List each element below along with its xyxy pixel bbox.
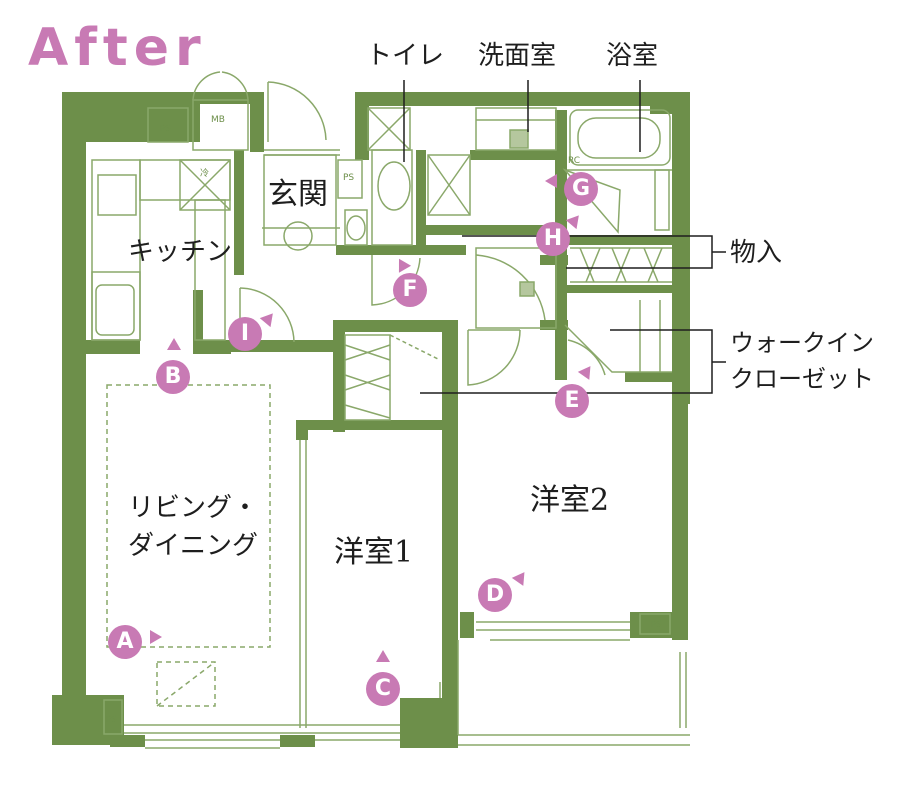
mb-label: MB	[211, 115, 225, 125]
label-living-1: リビング・	[128, 493, 259, 523]
label-bathroom: 浴室	[606, 41, 659, 71]
label-washroom: 洗面室	[478, 41, 557, 71]
label-kitchen: キッチン	[128, 237, 233, 267]
marker-f: F	[393, 273, 427, 307]
marker-g: G	[564, 172, 598, 206]
marker-c: C	[366, 672, 400, 706]
marker-d: D	[478, 578, 512, 612]
rc-label: RC	[568, 156, 581, 166]
marker-i: I	[228, 317, 262, 351]
fixture-lines	[91, 71, 690, 749]
label-entrance: 玄関	[268, 177, 328, 212]
label-living-2: ダイニング	[128, 531, 259, 561]
marker-b-pointer	[167, 338, 181, 350]
fridge-label: 冷	[200, 169, 210, 179]
ps-label-kitchen: PS	[160, 124, 172, 134]
marker-a-pointer	[150, 630, 162, 644]
ps-label-living: PS	[106, 715, 118, 725]
label-storage: 物入	[730, 238, 783, 268]
label-bedroom1: 洋室1	[334, 535, 414, 570]
label-walk-in-closet-1: ウォークイン	[730, 329, 874, 357]
label-bedroom2: 洋室2	[530, 483, 610, 518]
label-toilet: トイレ	[366, 41, 445, 71]
marker-g-pointer	[545, 174, 557, 188]
ps-label-entrance: PS	[343, 173, 355, 183]
page-title: After	[28, 18, 207, 78]
ps-label-bedroom2: PS	[651, 620, 663, 630]
marker-b: B	[156, 360, 190, 394]
label-walk-in-closet-2: クローゼット	[730, 365, 874, 393]
marker-e: E	[555, 384, 589, 418]
marker-h: H	[536, 222, 570, 256]
marker-c-pointer	[376, 650, 390, 662]
marker-a: A	[108, 625, 142, 659]
